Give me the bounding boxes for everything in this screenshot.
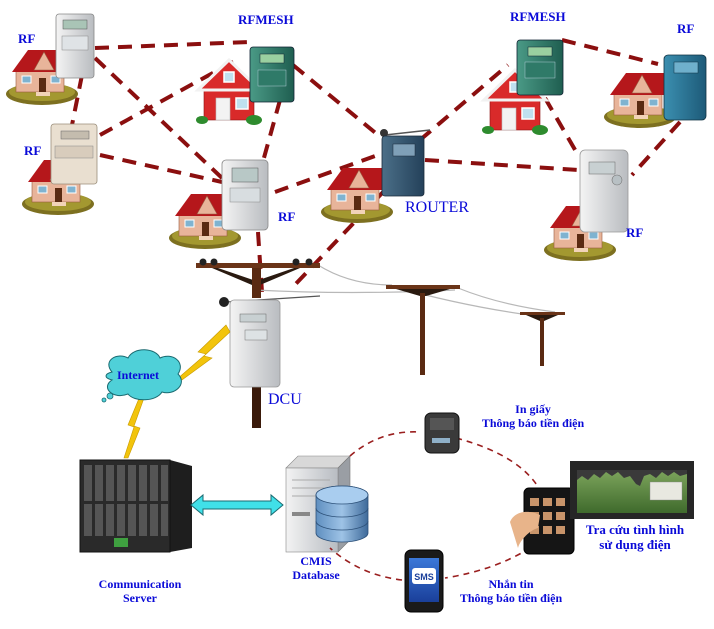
sms-label-line2: Thông báo tiền điện <box>459 590 563 605</box>
tablet-icon <box>510 487 575 555</box>
communication-server-label-line1: Communication <box>98 577 182 591</box>
print-notice-label: In giấy Thông báo tiền điện <box>468 402 598 431</box>
communication-server-label-line2: Server <box>123 590 157 605</box>
rf-label-top-right: RF <box>677 21 695 36</box>
cmis-label-line2: Database <box>292 567 340 582</box>
usage-lookup-label: Tra cứu tình hình sử dụng điện <box>574 522 696 553</box>
antenna-icon <box>380 129 388 137</box>
power-pole-main <box>196 258 320 428</box>
cmis-database-label: CMIS Database <box>278 554 354 583</box>
tablet-label-line2: sử dụng điện <box>599 536 671 552</box>
cmis-label-line1: CMIS <box>300 554 332 568</box>
print-label-line1: In giấy <box>515 402 551 416</box>
sms-phone-icon: SMS <box>404 549 444 613</box>
mesh-link <box>630 120 682 177</box>
print-label-line2: Thông báo tiền điện <box>481 415 585 430</box>
service-ring <box>329 431 541 581</box>
mesh-links <box>70 38 682 293</box>
mesh-link <box>543 96 580 157</box>
lightning-bolt-server-icon <box>123 395 145 459</box>
dcu-device <box>219 295 321 388</box>
power-pole-middle <box>386 285 460 375</box>
communication-server-label: Communication Server <box>88 577 192 606</box>
sms-notice-label: Nhắn tin Thông báo tiền điện <box>448 577 574 606</box>
house-meter-top-right <box>603 54 707 129</box>
rfmesh-label-left: RFMESH <box>238 12 294 27</box>
sms-label-line1: Nhắn tin <box>488 577 534 591</box>
internet-label: Internet <box>117 368 159 382</box>
internet-cloud-icon <box>101 349 182 403</box>
house-meter-router <box>320 129 431 224</box>
router-label: ROUTER <box>405 199 469 216</box>
mesh-link <box>418 63 510 142</box>
rf-label-top-left: RF <box>18 31 36 46</box>
mesh-link <box>424 158 579 172</box>
mesh-link <box>561 38 659 66</box>
dcu-label: DCU <box>268 391 302 408</box>
bidirectional-arrow-icon <box>190 493 284 517</box>
lightning-bolt-dcu-icon <box>175 324 231 381</box>
house-meter-center <box>168 159 269 250</box>
sms-text: SMS <box>414 572 434 582</box>
mesh-link <box>70 74 84 126</box>
rfmesh-label-right: RFMESH <box>510 9 566 24</box>
mesh-link <box>93 56 224 180</box>
rf-label-mid-left: RF <box>24 143 42 158</box>
rf-label-bottom-right: RF <box>626 225 644 240</box>
mesh-link <box>291 63 380 137</box>
house-meter-rfmesh-right <box>480 39 564 137</box>
house-meter-top-left <box>5 13 95 106</box>
communication-server-icon <box>79 459 192 553</box>
hand-icon <box>510 511 540 548</box>
house-meter-bottom-right <box>543 149 629 262</box>
rf-label-center: RF <box>278 209 296 224</box>
usage-chart-thumbnail <box>570 461 694 519</box>
printer-icon <box>424 412 460 454</box>
mesh-link <box>94 40 251 50</box>
house-meter-mid-left <box>21 123 98 216</box>
mesh-link <box>99 56 241 137</box>
tablet-label-line1: Tra cứu tình hình <box>585 522 685 537</box>
mesh-link <box>99 153 223 184</box>
house-meter-rfmesh-left <box>194 46 295 127</box>
cmis-database-icon <box>285 455 369 553</box>
power-pole-far <box>520 312 565 366</box>
dcu-meter-icon <box>229 299 281 388</box>
mesh-link <box>274 153 379 194</box>
mesh-link <box>260 99 282 166</box>
